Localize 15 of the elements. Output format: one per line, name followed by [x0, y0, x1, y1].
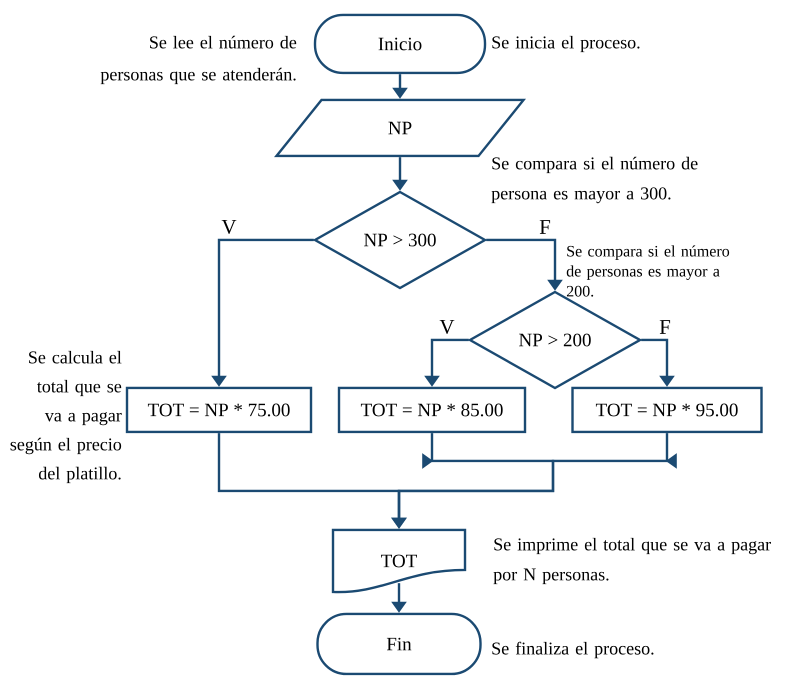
- annotation-text: Se lee el número de personas que se atenderán.: [100, 36, 296, 84]
- annotation-text: Se compara si el número de persona es mayor a 300.: [491, 156, 698, 204]
- edge-label: F: [658, 319, 672, 335]
- process-box: TOT = NP * 85.00: [338, 386, 526, 434]
- end-terminal: Fin: [316, 612, 482, 676]
- process-box: TOT = NP * 95.00: [571, 386, 763, 434]
- edge-label: F: [538, 219, 552, 235]
- edge-label: V: [220, 218, 238, 236]
- annotation-text: Se calcula el total que se va a pagar según el precio del platillo.: [10, 350, 122, 484]
- start-terminal: Inicio: [314, 14, 486, 74]
- output-document: TOT: [332, 528, 466, 594]
- annotation-text: Se imprime el total que se va a pagar por N personas.: [493, 538, 771, 584]
- process-box: TOT = NP * 75.00: [126, 386, 312, 434]
- annotation-text: Se inicia el proceso.: [492, 36, 640, 52]
- edge-label: V: [438, 318, 456, 336]
